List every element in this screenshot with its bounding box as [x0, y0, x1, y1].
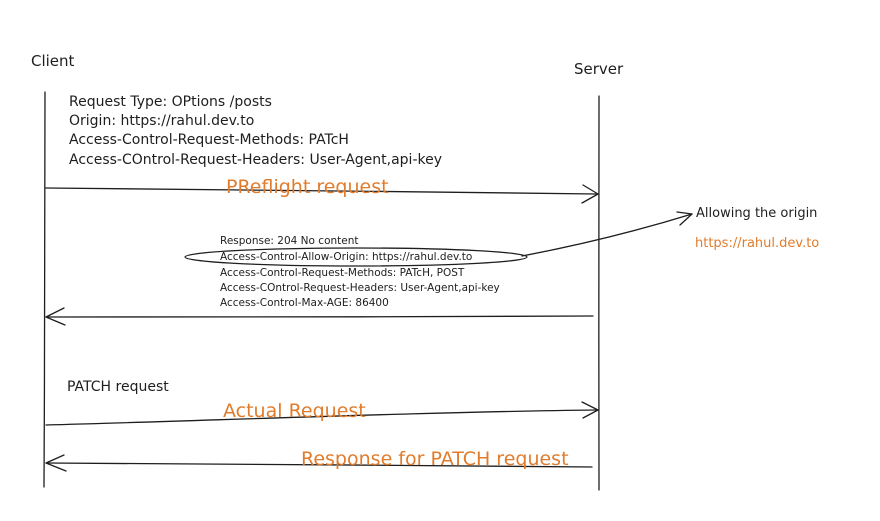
- preflight-response-arrowhead: [45, 307, 66, 326]
- preflight-request-arrowhead: [581, 184, 599, 204]
- preflight-response-line: Access-COntrol-Request-Headers: User-Age…: [220, 282, 500, 294]
- preflight-request-line: Access-Control-Request-Methods: PATcH: [69, 132, 349, 148]
- patch-request-label: PATCH request: [67, 379, 169, 395]
- actual-response-arrowhead: [45, 454, 67, 472]
- annotation-pointer-line: [521, 213, 693, 257]
- annotation-pointer-arrowhead: [676, 211, 693, 226]
- actual-request-arrow: [45, 409, 598, 426]
- actual-response-arrow-label: Response for PATCH request: [301, 448, 569, 470]
- preflight-request-line: Access-COntrol-Request-Headers: User-Age…: [69, 152, 443, 168]
- actual-request-arrow-label: Actual Request: [223, 400, 366, 422]
- annotation-title: Allowing the origin: [696, 206, 818, 221]
- preflight-response-line: Access-Control-Allow-Origin: https://rah…: [220, 251, 473, 263]
- preflight-response-line: Access-Control-Max-AGE: 86400: [220, 297, 389, 309]
- client-lifeline: [43, 91, 46, 488]
- server-lifeline: [598, 95, 600, 491]
- annotation-origin: https://rahul.dev.to: [695, 236, 820, 251]
- preflight-request-arrow: [45, 187, 598, 195]
- actual-response-arrow: [45, 462, 593, 468]
- preflight-response-arrow: [45, 315, 594, 318]
- client-label: Client: [31, 52, 75, 70]
- preflight-response-line: Response: 204 No content: [220, 235, 359, 247]
- preflight-request-line: Request Type: OPtions /posts: [69, 94, 272, 110]
- actual-request-arrowhead: [581, 401, 599, 419]
- preflight-request-line: Origin: https://rahul.dev.to: [69, 113, 255, 129]
- allow-origin-highlight: [184, 247, 528, 267]
- preflight-arrow-label: PReflight request: [226, 176, 389, 198]
- server-label: Server: [574, 60, 624, 78]
- preflight-response-line: Access-Control-Request-Methods: PATcH, P…: [220, 267, 465, 279]
